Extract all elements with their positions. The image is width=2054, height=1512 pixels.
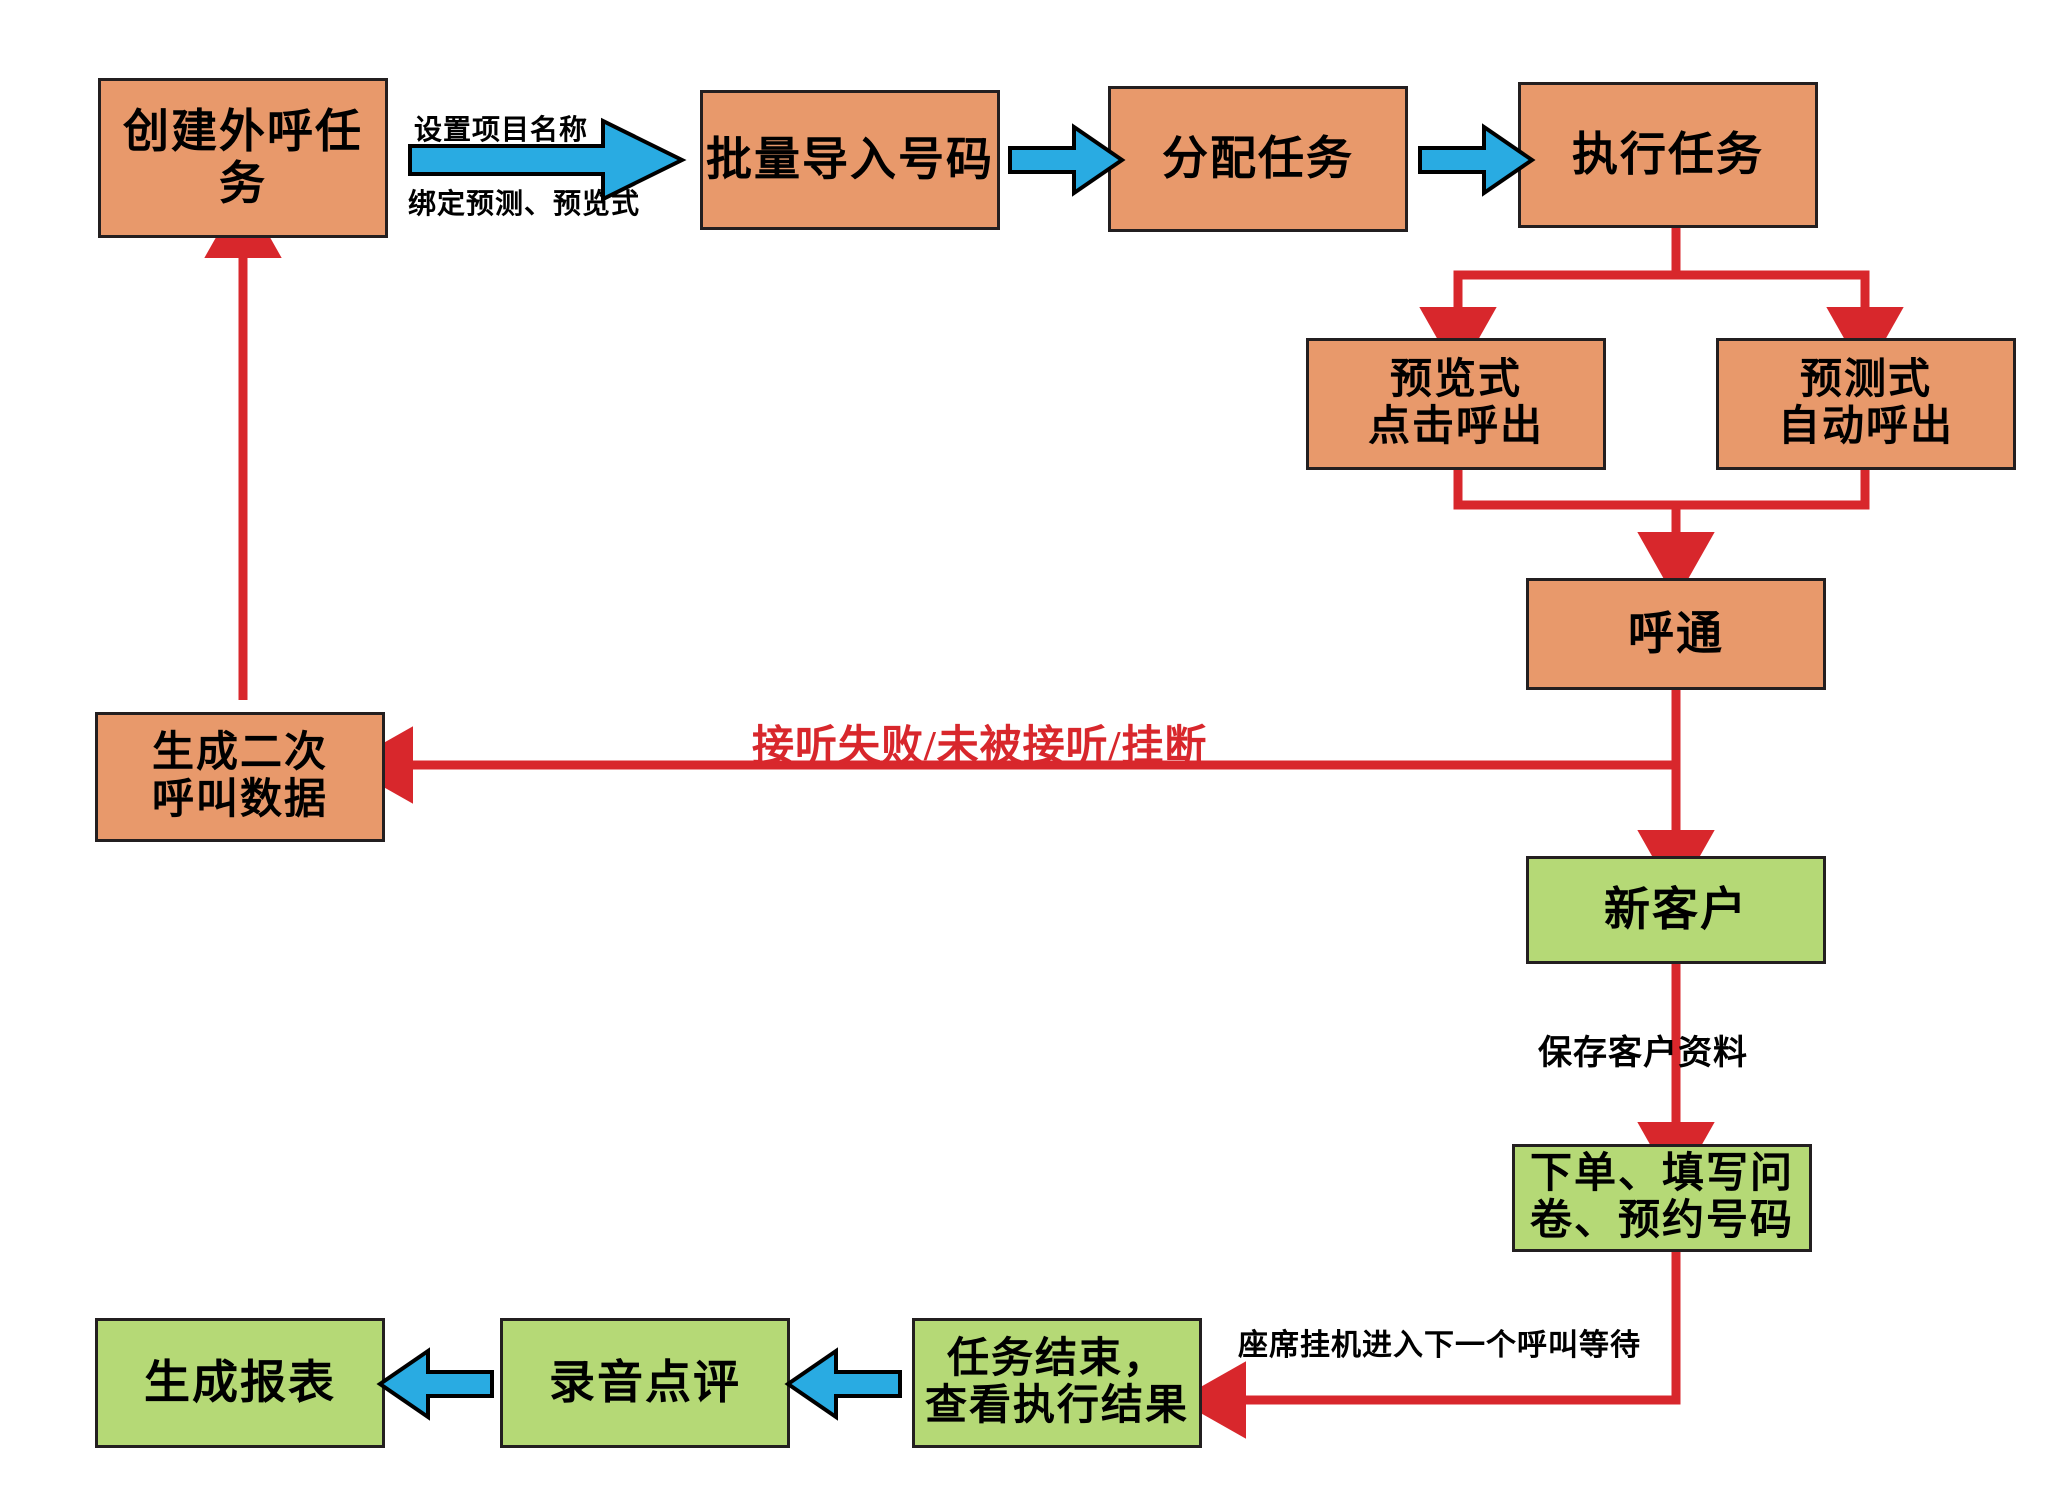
arrow-order-to-finished — [1177, 1250, 1681, 1439]
arrow-review-to-report — [376, 1347, 494, 1421]
node-execute-task[interactable]: 执行任务 — [1518, 82, 1818, 228]
node-task-finished[interactable]: 任务结束， 查看执行结果 — [912, 1318, 1202, 1448]
edge-label-call-failure: 接听失败/未被接听/挂断 — [752, 724, 1208, 770]
node-assign-task[interactable]: 分配任务 — [1108, 86, 1408, 232]
edge-label-bind-modes: 绑定预测、预览式 — [408, 189, 641, 220]
arrow-modes-to-connected — [1453, 470, 1870, 601]
arrow-import-to-assign — [1008, 123, 1126, 197]
node-predictive-mode[interactable]: 预测式 自动呼出 — [1716, 338, 2016, 470]
node-generate-report[interactable]: 生成报表 — [95, 1318, 385, 1448]
arrow-assign-to-execute — [1418, 123, 1536, 197]
edge-label-set-project-name: 设置项目名称 — [414, 115, 589, 146]
node-import-numbers[interactable]: 批量导入号码 — [700, 90, 1000, 230]
edge-label-agent-hangup: 座席挂机进入下一个呼叫等待 — [1238, 1329, 1641, 1362]
arrow-finished-to-review — [784, 1347, 902, 1421]
arrow-execute-to-predictive — [1671, 228, 1904, 376]
node-secondary-call-data[interactable]: 生成二次 呼叫数据 — [95, 712, 385, 842]
edge-label-save-customer-info: 保存客户资料 — [1538, 1035, 1748, 1072]
arrow-create-to-import — [408, 117, 687, 203]
arrow-secondary-to-create — [204, 189, 1676, 804]
node-recording-review[interactable]: 录音点评 — [500, 1318, 790, 1448]
